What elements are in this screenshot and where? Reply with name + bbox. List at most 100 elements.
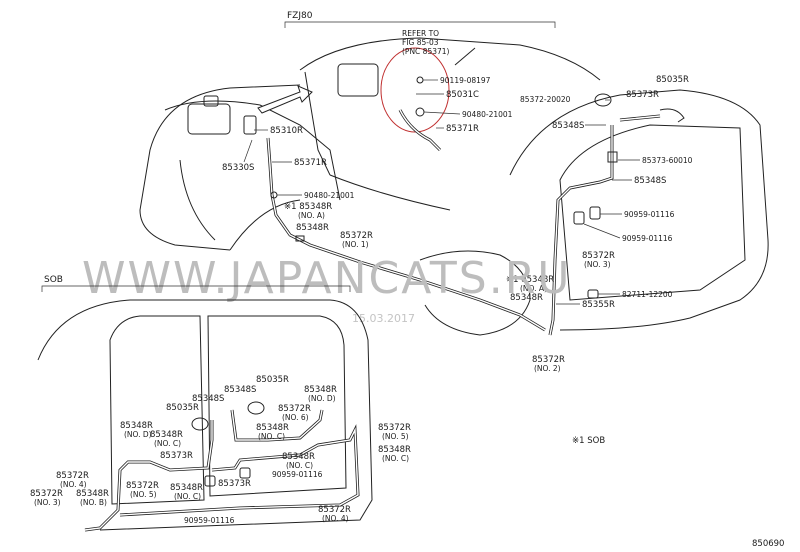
label-82711-12200: 82711-12200 (622, 290, 673, 299)
model-label: FZJ80 (287, 11, 313, 21)
label-85310R: 85310R (270, 126, 303, 136)
l-85348R-c4-sub: (NO. C) (174, 492, 201, 501)
l-85348S-b: 85348S (224, 385, 256, 395)
sob-clip-a (239, 467, 251, 479)
l-85373R-a: 85373R (160, 451, 193, 461)
label-85371R: 85371R (294, 158, 327, 168)
direction-arrow (257, 85, 313, 114)
label-85372R-no2: 85372R (532, 355, 565, 365)
l-85348R-c3: 85348R (282, 452, 315, 462)
front-wheel-arch (179, 159, 301, 251)
label-85373-60010: 85373-60010 (642, 156, 693, 165)
label-85031C: 85031C (446, 90, 479, 100)
clip-82711 (587, 289, 599, 299)
l-85348R-d-sub: (NO. D) (124, 430, 152, 439)
sob-clip-b (204, 475, 216, 487)
l-85348R-b-sub: (NO. B) (80, 498, 107, 507)
grommet-85372-20020 (594, 93, 612, 107)
label-90959-a: 90959-01116 (624, 210, 675, 219)
l-85373R-b: 85373R (218, 479, 251, 489)
watermark-site: WWW.JAPANCATS.RU (82, 253, 571, 304)
refer-line-2: FIG 85-03 (402, 38, 439, 47)
label-85372R-no1: 85372R (340, 231, 373, 241)
valve-85373-60010 (607, 151, 618, 163)
label-85348R-a-sub: (NO. A) (298, 211, 325, 220)
fzj80-section: FZJ80 REFER TO FIG 85-03 (PNC 85371) 901… (139, 11, 769, 373)
label-85348R-a: ※1 85348R (284, 202, 332, 212)
label-85355R: 85355R (582, 300, 615, 310)
figure-number: 850690 (752, 539, 784, 549)
l-85372R-4b-sub: (NO. 4) (322, 514, 349, 523)
hood-line (164, 100, 341, 201)
clip-90119 (416, 76, 424, 84)
l-85372R-4: 85372R (56, 471, 89, 481)
rear-wheel-arch (419, 250, 531, 336)
label-85372R-no2-sub: (NO. 2) (534, 364, 561, 373)
l-85348R-cr-sub: (NO. C) (382, 454, 409, 463)
l-85372R-5r: 85372R (378, 423, 411, 433)
rear-body-outline (509, 89, 769, 331)
sob-nozzle-right (247, 401, 265, 415)
l-85348R-c1-sub: (NO. C) (258, 432, 285, 441)
label-85372R-no3: 85372R (582, 251, 615, 261)
l-85348R-c4: 85348R (170, 483, 203, 493)
label-85348S-b: 85348S (634, 176, 666, 186)
label-85348R-b: 85348R (510, 293, 543, 303)
l-90959-b: 90959-01116 (184, 516, 235, 525)
refer-line-1: REFER TO (402, 29, 439, 38)
washer-tank-inset (337, 63, 379, 97)
label-85372R-no3-sub: (NO. 3) (584, 260, 611, 269)
l-85035R-b: 85035R (256, 375, 289, 385)
l-85372R-6: 85372R (278, 404, 311, 414)
l-85348R-c2: 85348R (150, 430, 183, 440)
l-85348R-nod: 85348R (304, 385, 337, 395)
clip-90959-b (589, 206, 601, 220)
l-85372R-3: 85372R (30, 489, 63, 499)
l-85035R: 85035R (166, 403, 199, 413)
label-85373R: 85373R (626, 90, 659, 100)
pump-85310R (243, 115, 257, 135)
footnote-sob: ※1 SOB (572, 436, 605, 446)
l-85348R-c3-sub: (NO. C) (286, 461, 313, 470)
l-85372R-5-sub: (NO. 5) (130, 490, 157, 499)
refer-line-3: (PNC 85371) (402, 47, 450, 56)
l-85372R-4b: 85372R (318, 505, 351, 515)
label-90119-08197: 90119-08197 (440, 76, 491, 85)
l-85372R-3-sub: (NO. 3) (34, 498, 61, 507)
label-85330S: 85330S (222, 163, 254, 173)
l-85348R-c2-sub: (NO. C) (154, 439, 181, 448)
highlight-circle (380, 47, 450, 133)
l-85372R-5: 85372R (126, 481, 159, 491)
label-85372-20020: 85372-20020 (520, 95, 571, 104)
label-90959-b: 90959-01116 (622, 234, 673, 243)
sob-bracket (41, 285, 351, 292)
label-85348R-a2: ※1 85348R (506, 275, 554, 285)
sob-label: SOB (44, 275, 63, 285)
nozzle-85035R (659, 108, 685, 123)
l-85348R-c1: 85348R (256, 423, 289, 433)
l-85372R-5r-sub: (NO. 5) (382, 432, 409, 441)
inset-body (304, 71, 451, 211)
l-85348S-a: 85348S (192, 394, 224, 404)
l-85348R-cr: 85348R (378, 445, 411, 455)
front-body-outline (139, 84, 301, 251)
clamp-90480-a (415, 107, 425, 117)
watermark-date: 15.03.2017 (352, 312, 415, 325)
l-85372R-6-sub: (NO. 6) (282, 413, 309, 422)
joint-85348R (295, 235, 305, 242)
label-85035R: 85035R (656, 75, 689, 85)
refer-pointer (454, 47, 476, 66)
l-85348R-d: 85348R (120, 421, 153, 431)
sob-left-door (109, 315, 205, 505)
clip-90959-a (573, 211, 585, 225)
label-85348S: 85348S (552, 121, 584, 131)
l-85372R-4-sub: (NO. 4) (60, 480, 87, 489)
label-90480-21001-a: 90480-21001 (462, 110, 513, 119)
fzj80-bracket (284, 21, 556, 28)
sob-nozzle-left (191, 417, 209, 431)
sob-section: SOB 85035R 85348S 85348S 85348R (NO. D) … (30, 275, 411, 532)
label-85348R-a2-sub: (NO. A) (520, 284, 547, 293)
sob-body-outline (37, 299, 373, 531)
